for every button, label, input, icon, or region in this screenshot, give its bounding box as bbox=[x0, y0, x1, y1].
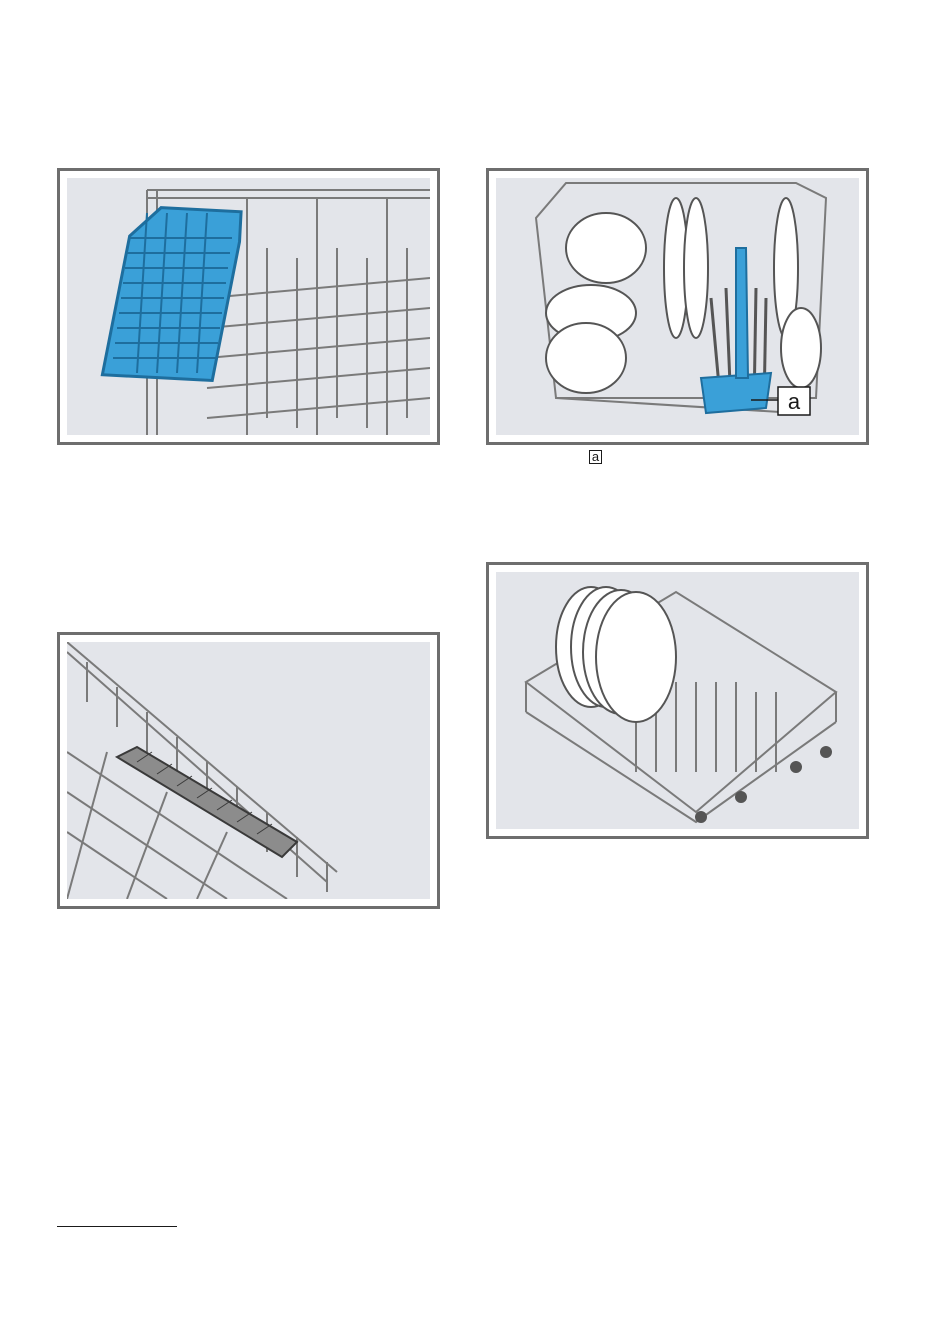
callout-a-label: a bbox=[788, 389, 801, 414]
figure-lower-basket bbox=[486, 562, 869, 839]
figure-panel: a bbox=[496, 178, 859, 435]
cutlery-tray-illustration bbox=[67, 178, 430, 435]
cutlery-basket bbox=[701, 248, 771, 413]
knife-rack-illustration bbox=[67, 642, 430, 899]
figure-knife-rack bbox=[57, 632, 440, 909]
cutlery-tray bbox=[102, 205, 241, 382]
figure-cutlery-tray bbox=[57, 168, 440, 445]
figure-panel bbox=[67, 178, 430, 435]
lower-basket-illustration bbox=[496, 572, 859, 829]
footnote-rule bbox=[57, 1226, 177, 1227]
figure-panel bbox=[496, 572, 859, 829]
plates bbox=[556, 587, 676, 722]
cutlery-basket-illustration: a bbox=[496, 178, 859, 435]
figure-cutlery-basket: a bbox=[486, 168, 869, 445]
figure-panel bbox=[67, 642, 430, 899]
inline-callout-reference: a bbox=[589, 450, 602, 464]
